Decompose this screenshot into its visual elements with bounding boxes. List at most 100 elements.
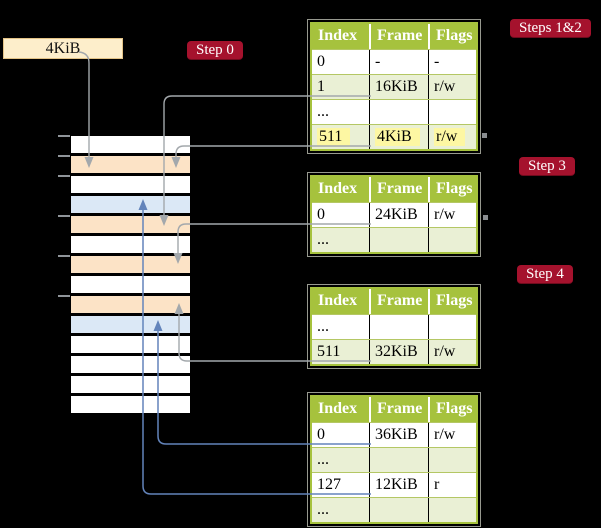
table-cell: 32KiB xyxy=(369,340,428,364)
table-cell xyxy=(428,100,476,124)
row-marker-stub xyxy=(482,133,487,138)
memory-frame-row xyxy=(71,316,190,333)
table-cell: 24KiB xyxy=(369,203,428,227)
memory-tick xyxy=(58,135,70,137)
table-cell xyxy=(428,498,476,522)
table-cell: ... xyxy=(317,451,329,468)
table-cell: r/w xyxy=(428,125,476,149)
table-cell: r xyxy=(428,473,476,497)
memory-frame-row xyxy=(71,196,190,213)
column-header: Frame xyxy=(369,177,428,202)
row-marker-stub xyxy=(483,215,488,220)
column-header: Frame xyxy=(369,24,428,49)
table-row: ... xyxy=(312,227,476,252)
table-cell: 0 xyxy=(317,426,325,443)
table-row: ... xyxy=(312,447,476,472)
memory-frame-row xyxy=(71,336,190,353)
table-cell: 12KiB xyxy=(369,473,428,497)
memory-frame-row xyxy=(71,236,190,253)
highlighted-value: 511 xyxy=(317,128,351,146)
table-cell: 127 xyxy=(317,476,341,493)
physical-memory-stack xyxy=(71,136,190,416)
badge-step3: Step 3 xyxy=(519,157,575,176)
memory-frame-row xyxy=(71,216,190,233)
table-cell: r/w xyxy=(428,203,476,227)
column-header: Flags xyxy=(428,24,476,49)
table-cell: - xyxy=(428,50,476,74)
table-cell xyxy=(428,228,476,252)
column-header: Flags xyxy=(428,397,476,422)
table-row: 511 4KiB r/w xyxy=(312,124,476,149)
table-cell: 511 xyxy=(312,125,369,149)
column-header: Index xyxy=(318,292,358,309)
memory-frame-row xyxy=(71,256,190,273)
table-cell: ... xyxy=(317,103,329,120)
table-cell: ... xyxy=(317,231,329,248)
table-row: 0 -- xyxy=(312,49,476,74)
cr3-frame-label-box: 4KiB xyxy=(3,38,123,59)
memory-frame-row xyxy=(71,136,190,153)
table-cell: r/w xyxy=(428,423,476,447)
table-cell xyxy=(428,448,476,472)
table-cell xyxy=(369,448,428,472)
memory-tick xyxy=(58,255,70,257)
memory-frame-row xyxy=(71,176,190,193)
highlighted-value: 4KiB xyxy=(375,128,420,146)
table-cell xyxy=(428,315,476,339)
memory-frame-row xyxy=(71,156,190,173)
badge-steps1and2: Steps 1&2 xyxy=(510,19,591,38)
memory-frame-row xyxy=(71,276,190,293)
column-header: Flags xyxy=(428,289,476,314)
table-cell: - xyxy=(369,50,428,74)
table-cell xyxy=(369,498,428,522)
column-header: Flags xyxy=(428,177,476,202)
badge-step4: Step 4 xyxy=(517,265,573,284)
table-cell xyxy=(369,315,428,339)
table-cell: r/w xyxy=(428,340,476,364)
table-cell: 36KiB xyxy=(369,423,428,447)
table-cell: 1 xyxy=(317,78,325,95)
memory-tick xyxy=(58,215,70,217)
badge-step0: Step 0 xyxy=(187,41,243,60)
table-cell xyxy=(369,228,428,252)
table-cell: 16KiB xyxy=(369,75,428,99)
memory-tick xyxy=(58,155,70,157)
highlighted-value: r/w xyxy=(434,128,466,146)
table-cell: ... xyxy=(317,318,329,335)
table-row: ... xyxy=(312,99,476,124)
table-cell: 4KiB xyxy=(369,125,428,149)
memory-tick xyxy=(58,295,70,297)
table-cell: r/w xyxy=(428,75,476,99)
memory-frame-row xyxy=(71,296,190,313)
table-row: ... xyxy=(312,497,476,522)
memory-frame-row xyxy=(71,356,190,373)
column-header: Index xyxy=(318,400,358,417)
memory-tick xyxy=(58,175,70,177)
column-header: Index xyxy=(318,180,358,197)
cr3-frame-label: 4KiB xyxy=(45,40,81,57)
table-cell: 0 xyxy=(317,53,325,70)
table-cell: 511 xyxy=(317,343,341,360)
table-row: ... xyxy=(312,314,476,339)
column-header: Frame xyxy=(369,397,428,422)
table-cell xyxy=(369,100,428,124)
column-header: Frame xyxy=(369,289,428,314)
memory-frame-row xyxy=(71,396,190,413)
memory-frame-row xyxy=(71,376,190,393)
table-cell: ... xyxy=(317,501,329,518)
column-header: Index xyxy=(318,27,358,44)
